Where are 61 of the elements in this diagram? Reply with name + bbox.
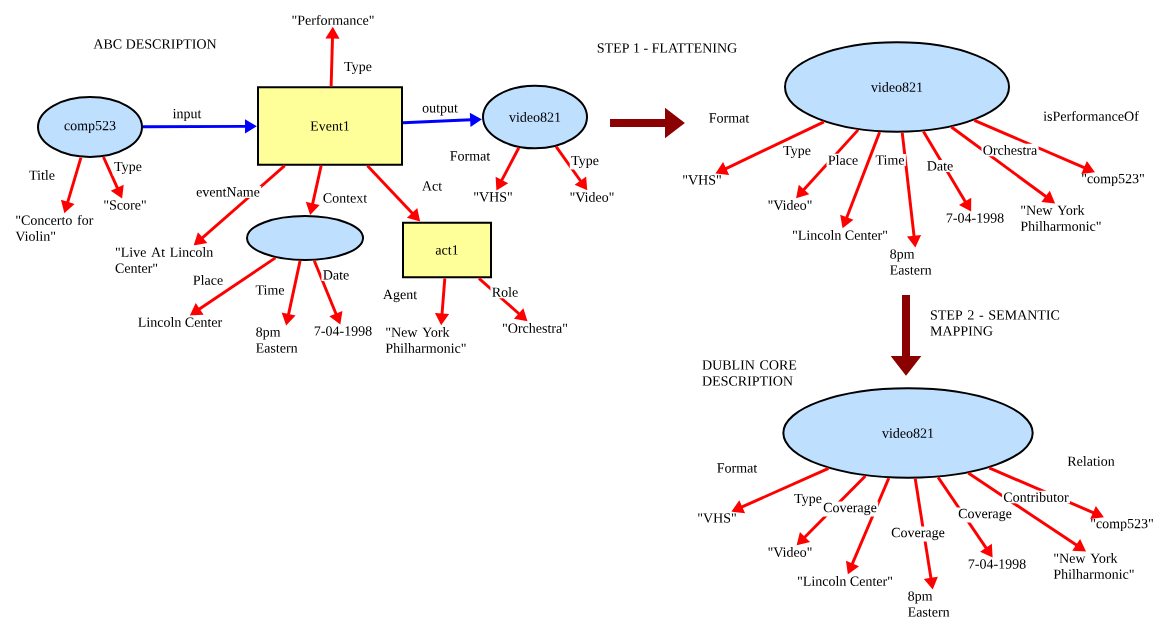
edge-label: Place [826, 153, 860, 167]
edge-label: Place [191, 273, 225, 287]
value-text: "VHS" [698, 513, 736, 523]
edge-label: Time [874, 153, 906, 167]
edge-label: Type [569, 154, 601, 170]
edge-label: Agent [381, 288, 419, 304]
value-text: Lincoln Center [138, 317, 223, 327]
edge-label: Time [254, 283, 286, 297]
value-text: "Lincoln Center" [797, 576, 893, 586]
edge-label: Role [490, 285, 520, 299]
edge-label: Type [792, 492, 824, 508]
edge-label: Format [448, 150, 492, 162]
edge-label: Format [715, 462, 759, 474]
edge-label: Coverage [956, 507, 1014, 523]
edge-label: Contributor [1002, 490, 1070, 504]
edge-label: input [171, 107, 203, 123]
value-text: "New York Philharmonic" [1020, 205, 1101, 231]
edge-label: Type [781, 144, 813, 160]
value-text: "Lincoln Center" [792, 230, 888, 240]
edge-label: Type [112, 160, 144, 176]
value-text: "New York Philharmonic" [385, 327, 466, 353]
edge-label: output [420, 103, 460, 117]
value-text: "VHS" [474, 192, 512, 202]
value-text: "Score" [104, 200, 146, 210]
edge-label: Date [925, 160, 955, 172]
edge-label: Format [707, 112, 751, 124]
value-text: "Video" [768, 547, 812, 557]
value-text: 8pm Eastern [908, 591, 950, 617]
value-text: "comp523" [1082, 173, 1144, 187]
value-text: 7-04-1998 [946, 213, 1004, 223]
value-text: "Video" [768, 200, 812, 210]
value-text: "New York Philharmonic" [1053, 553, 1134, 579]
section-heading: STEP 2 - SEMANTIC MAPPING [930, 310, 1060, 336]
section-heading: STEP 1 - FLATTENING [597, 43, 737, 53]
resource-box: Event1 [257, 86, 403, 166]
edge-label: Relation [1065, 454, 1117, 468]
value-text: "comp523" [1091, 518, 1153, 532]
blank-ellipse [246, 215, 364, 261]
edge-label: Context [321, 191, 369, 205]
value-text: "Performance" [292, 15, 374, 25]
edge-label: Coverage [821, 501, 879, 517]
value-text: "Video" [570, 192, 614, 202]
resource-box: act1 [402, 221, 492, 279]
section-heading: ABC DESCRIPTION [93, 39, 217, 49]
value-text: "Live At Lincoln Center" [115, 247, 214, 273]
value-text: 8pm Eastern [256, 327, 298, 353]
value-text: "VHS" [683, 175, 721, 185]
value-text: 7-04-1998 [314, 326, 372, 336]
edge-label: Act [420, 180, 444, 192]
value-text: "Concerto for Violin" [15, 215, 94, 242]
edge-label: isPerformanceOf [1041, 109, 1141, 123]
edge-label: Title [27, 168, 57, 182]
edge-label: Type [342, 60, 374, 76]
edge-label: Orchestra [981, 143, 1039, 157]
value-text: 8pm Eastern [890, 249, 932, 275]
value-text: "Orchestra" [502, 323, 568, 333]
value-text: 7-04-1998 [968, 559, 1026, 569]
edge-label: Coverage [889, 526, 947, 542]
edge-label: eventName [194, 186, 262, 198]
edge-label: Date [321, 269, 351, 281]
section-heading: DUBLIN CORE DESCRIPTION [702, 360, 797, 386]
